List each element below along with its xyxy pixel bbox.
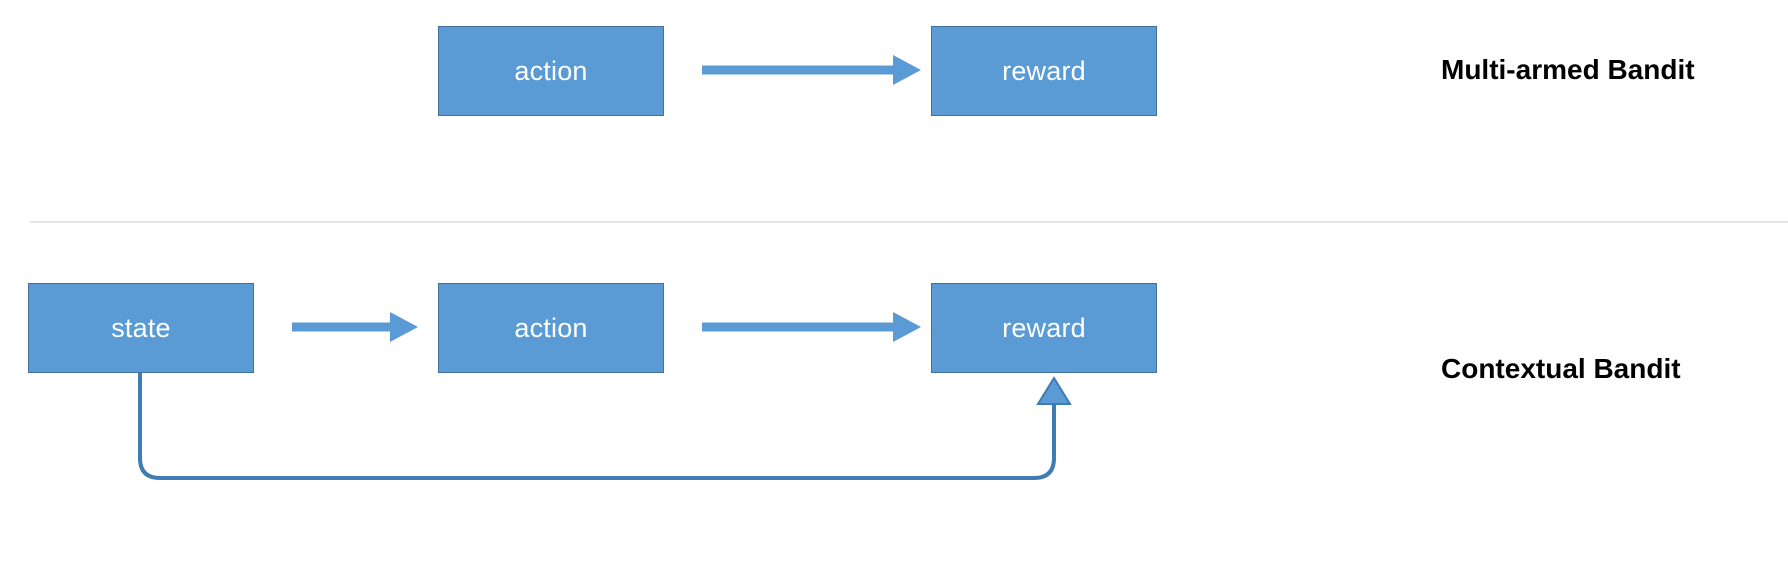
node-action-top[interactable]: action xyxy=(438,26,664,116)
node-reward-bottom-label: reward xyxy=(1002,312,1086,343)
arrow-action-to-reward-bottom xyxy=(702,312,921,342)
node-reward-bottom[interactable]: reward xyxy=(931,283,1157,373)
node-state[interactable]: state xyxy=(28,283,254,373)
arrow-state-to-action xyxy=(292,312,418,342)
node-state-label: state xyxy=(111,312,171,343)
node-action-bottom[interactable]: action xyxy=(438,283,664,373)
row-label-multi-armed-bandit: Multi-armed Bandit xyxy=(1441,54,1695,85)
node-reward-top-label: reward xyxy=(1002,55,1086,86)
row-label-contextual-bandit: Contextual Bandit xyxy=(1441,353,1681,384)
node-reward-top[interactable]: reward xyxy=(931,26,1157,116)
node-action-top-label: action xyxy=(514,55,588,86)
feedback-arrow-state-to-reward xyxy=(138,373,1072,480)
section-divider xyxy=(30,221,1788,223)
node-action-bottom-label: action xyxy=(514,312,588,343)
arrow-action-to-reward-top xyxy=(702,55,921,85)
